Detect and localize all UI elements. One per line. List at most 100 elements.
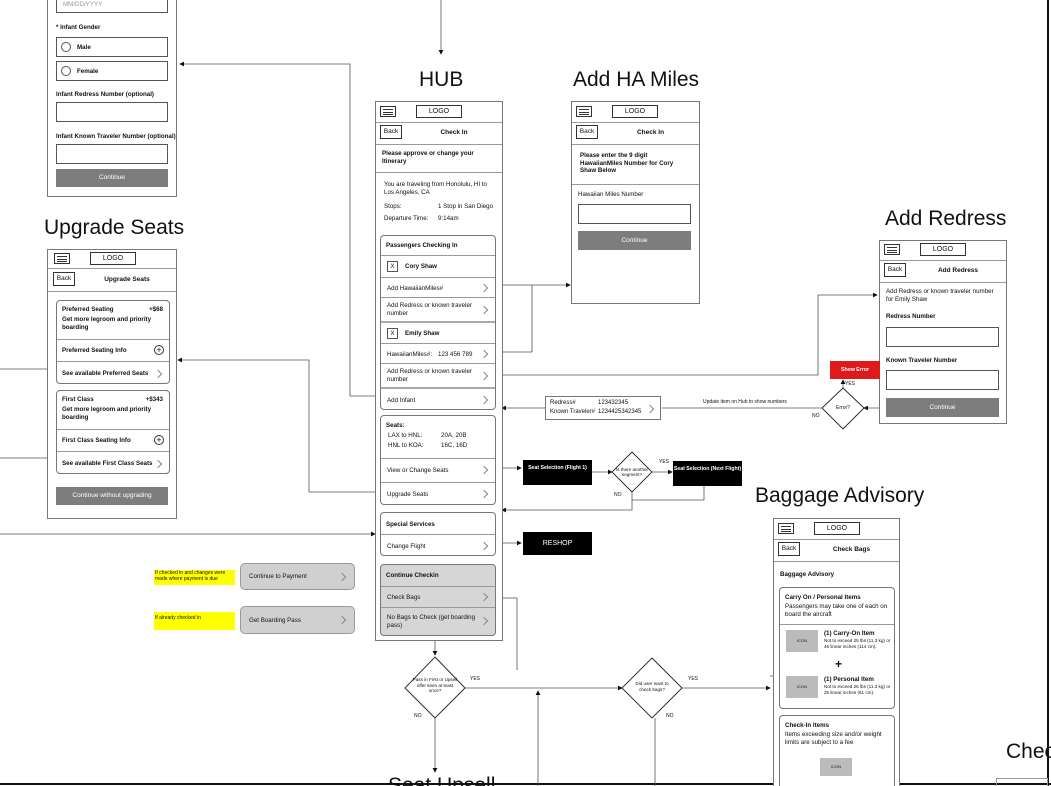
carry-title: Carry On / Personal Items [785,594,861,601]
logo: LOGO [814,522,860,535]
add-redress-label: Add Redress or known traveler number [387,302,472,317]
add-miles-row[interactable]: Add HawaiianMiles# [381,277,495,298]
infant-redress-field[interactable] [56,102,168,122]
seg1-seats: 20A, 20B [441,432,467,439]
stops-value: 1 Stop in San Diego [438,203,494,210]
chevron-right-icon [153,459,163,469]
seat-upsell-title: Seat Upsell [388,774,496,786]
ktn-num-label: Known Traveler# [550,409,596,415]
back-button[interactable]: Back [53,272,75,286]
male-radio[interactable] [61,42,71,52]
ha-miles-header: Check In [636,129,665,136]
seg2-label: HNL to KOA: [388,442,424,449]
upgrade-header: Upgrade Seats [104,276,150,283]
plus-icon[interactable]: + [154,435,164,445]
reshop-box: RESHOP [523,532,592,555]
redress-number-field[interactable] [886,327,999,347]
change-flight-row[interactable]: Change Flight [381,534,495,555]
add-infant-row[interactable]: Add Infant [381,387,495,409]
add-redress-row[interactable]: Add Redress or known traveler number [381,297,495,322]
pref-info-row[interactable]: Preferred Seating Info + [57,339,169,362]
menu-icon[interactable] [576,106,592,117]
view-seats-row[interactable]: View or Change Seats [381,458,495,483]
back-button[interactable]: Back [778,542,800,556]
ha-miles-continue-button[interactable]: Continue [578,231,691,250]
redress-screen: LOGO Back Add Redress Add Redress or kno… [879,240,1007,424]
menu-icon[interactable] [884,244,900,255]
check-partial-title: Chec [1006,740,1051,763]
female-option[interactable]: Female [56,61,168,81]
yes-label-4: YES [688,676,699,682]
seats-header: Seats: [386,422,405,429]
back-button[interactable]: Back [380,125,402,139]
infant-ktn-label: Infant Known Traveler Number (optional) [56,133,176,140]
pref-see-row[interactable]: See available Preferred Seats [57,361,169,383]
chevron-right-icon [337,572,347,582]
infant-continue-button[interactable]: Continue [56,169,168,187]
continue-payment-button[interactable]: Continue to Payment [240,563,355,590]
passengers-card: Passengers Checking In X Cory Shaw Add H… [380,235,496,410]
first-title: First Class [62,396,94,403]
menu-icon[interactable] [380,106,396,117]
infant-ktn-field[interactable] [56,144,168,164]
pref-see-label: See available Preferred Seats [62,370,149,377]
ha-miles-field[interactable] [578,204,691,224]
redress-title: Add Redress [885,207,1007,230]
baggage-title: Baggage Advisory [755,484,925,507]
chevron-right-icon [479,541,489,551]
preferred-card: Preferred Seating +$68 Get more legroom … [56,300,170,384]
ha-miles-screen: LOGO Back Check In Please enter the 9 di… [571,101,700,304]
checkin-desc: Items exceeding size and/or weight limit… [785,731,882,746]
female-radio[interactable] [61,66,71,76]
continue-without-upgrading-button[interactable]: Continue without upgrading [56,487,168,505]
yes-label-2: YES [659,459,670,465]
chevron-right-icon [479,305,489,315]
redress-continue-button[interactable]: Continue [886,398,999,417]
upgrade-title: Upgrade Seats [44,216,185,239]
first-see-row[interactable]: See available First Class Seats [57,451,169,473]
check-bags-row[interactable]: Check Bags [381,586,495,608]
male-option[interactable]: Male [56,37,168,57]
remove-pax-icon[interactable]: X [387,328,398,339]
redress-prompt: Add Redress or known traveler number for… [886,288,994,303]
special-header: Special Services [386,521,435,528]
travel-text: You are traveling from Honolulu, HI to L… [384,181,487,196]
first-info-row[interactable]: First Class Seating Info + [57,429,169,452]
pref-title: Preferred Seating [62,306,114,313]
seg2-seats: 16C, 16D [441,442,468,449]
ha-miles-title: Add HA Miles [573,68,700,91]
pref-info-label: Preferred Seating Info [62,347,127,354]
upgrade-screen: LOGO Back Upgrade Seats Preferred Seatin… [47,249,177,519]
remove-pax-icon[interactable]: X [387,261,398,272]
infant-redress-label: Infant Redress Number (optional) [56,91,154,98]
carry-detail: Not to exceed 25 lbs (11.3 kg) or 45 lin… [824,638,891,649]
upgrade-seats-row[interactable]: Upgrade Seats [381,482,495,504]
logo: LOGO [416,105,462,118]
miles-row[interactable]: HawaiianMiles#: 123 456 789 [381,343,495,364]
no-bags-row[interactable]: No Bags to Check (get boarding pass) [381,607,495,635]
get-boarding-pass-button[interactable]: Get Boarding Pass [240,606,355,634]
ha-miles-prompt: Please enter the 9 digit HawaiianMiles N… [580,152,674,174]
carry-on-icon: ICON [786,630,818,652]
change-flight-label: Change Flight [387,543,426,550]
menu-icon[interactable] [778,523,794,534]
no-bags-label: No Bags to Check (get boarding pass) [387,614,476,629]
pax1-name: Cory Shaw [405,263,437,270]
ktn-field[interactable] [886,370,999,390]
add-redress-row-2[interactable]: Add Redress or known traveler number [381,363,495,388]
menu-icon[interactable] [54,253,70,264]
redress-header: Add Redress [937,267,979,274]
back-button[interactable]: Back [576,125,598,139]
chevron-right-icon [645,404,655,414]
infant-dob-field[interactable]: MM/DD/YYYY [56,0,168,13]
chevron-right-icon [479,371,489,381]
partial-screen [996,778,1048,786]
baggage-screen: LOGO Back Check Bags Baggage Advisory Ca… [773,518,900,786]
show-error-box: Show Error [830,361,880,379]
departure-label: Departure Time: [384,215,429,222]
back-button[interactable]: Back [884,263,906,277]
miles-value: 123 456 789 [438,351,473,358]
plus-icon[interactable]: + [154,345,164,355]
